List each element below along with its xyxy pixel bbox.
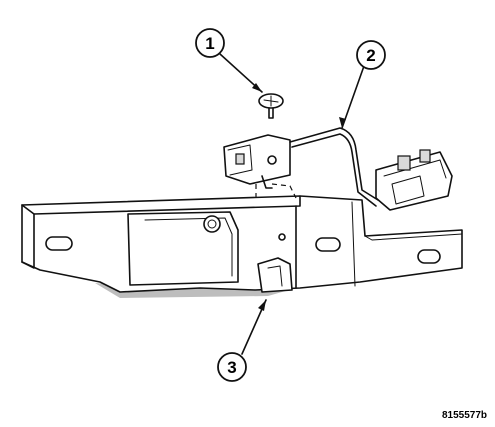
slot-left <box>45 236 73 251</box>
callout-2: 2 <box>356 40 386 70</box>
callout-1: 1 <box>195 28 225 58</box>
callout-2-label: 2 <box>366 46 375 65</box>
slot-right-lower <box>417 249 441 264</box>
wiring-harness <box>289 127 453 211</box>
callout-leaders <box>219 53 365 355</box>
callout-3: 3 <box>217 352 247 382</box>
figure-id: 8155577b <box>441 410 487 421</box>
hole-center <box>203 215 221 233</box>
sensor-assembly <box>223 134 297 200</box>
screw <box>258 93 284 119</box>
slot-right-upper <box>315 237 341 252</box>
mounting-bracket <box>21 195 463 298</box>
callout-3-label: 3 <box>227 358 236 377</box>
callout-1-label: 1 <box>205 34 214 53</box>
hole-small <box>278 233 286 241</box>
